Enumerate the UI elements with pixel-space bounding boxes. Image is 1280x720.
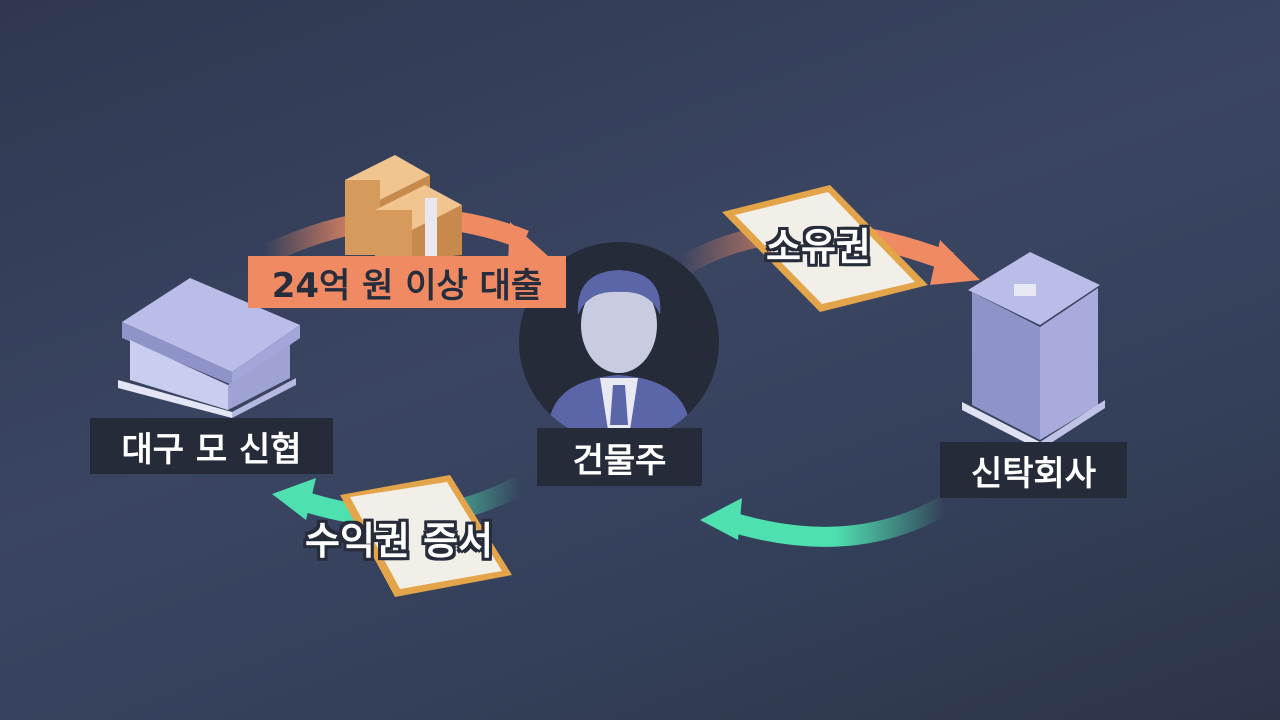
beneficiary-cert-label: 수익권 증서 bbox=[305, 519, 494, 563]
bank-building-icon bbox=[118, 278, 300, 418]
trust-company-label: 신탁회사 bbox=[940, 442, 1127, 498]
trust-company-building-icon bbox=[962, 252, 1105, 450]
money-stack-icon bbox=[345, 155, 462, 260]
return-arrow-trust bbox=[700, 496, 951, 547]
building-owner-avatar bbox=[519, 242, 719, 442]
loan-label: 24억 원 이상 대출 bbox=[248, 256, 566, 308]
bank-label: 대구 모 신협 bbox=[90, 418, 333, 474]
certificate-document-icon bbox=[340, 475, 512, 597]
owner-label: 건물주 bbox=[537, 428, 702, 486]
ownership-document-icon bbox=[722, 185, 928, 312]
ownership-label: 소유권 bbox=[766, 225, 871, 269]
